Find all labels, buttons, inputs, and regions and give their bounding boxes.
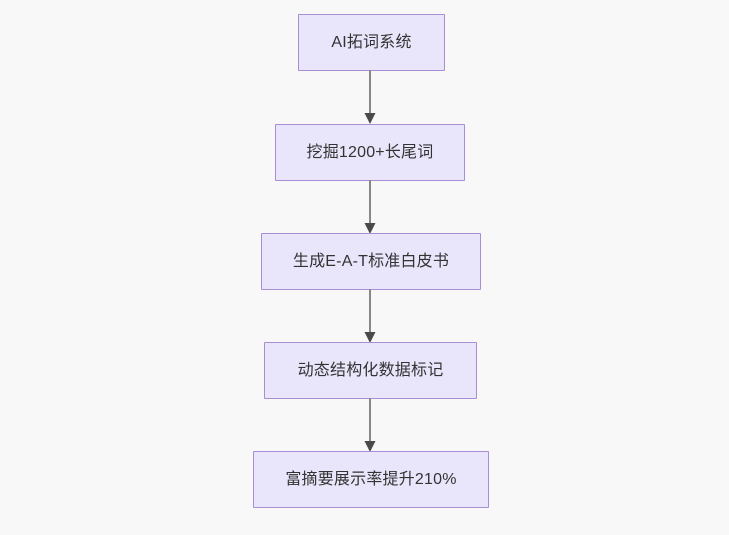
arrowhead-icon [364, 223, 376, 234]
flow-node-5[interactable]: 富摘要展示率提升210% [253, 451, 489, 508]
flow-node-4[interactable]: 动态结构化数据标记 [264, 342, 477, 399]
flow-node-1-label: AI拓词系统 [331, 33, 412, 51]
flow-connector-3-4 [364, 289, 376, 343]
flow-connector-4-5 [364, 398, 376, 452]
flow-connector-2-3 [364, 180, 376, 234]
flow-connector-1-2 [364, 70, 376, 124]
flow-node-1[interactable]: AI拓词系统 [298, 14, 445, 71]
flow-node-4-label: 动态结构化数据标记 [297, 361, 444, 379]
arrowhead-icon [364, 113, 376, 124]
arrowhead-icon [364, 441, 376, 452]
flow-node-2-label: 挖掘1200+长尾词 [306, 143, 434, 161]
flow-node-2[interactable]: 挖掘1200+长尾词 [275, 124, 465, 181]
flow-node-3[interactable]: 生成E-A-T标准白皮书 [261, 233, 481, 290]
arrowhead-icon [364, 332, 376, 343]
flow-node-5-label: 富摘要展示率提升210% [285, 470, 457, 488]
flow-node-3-label: 生成E-A-T标准白皮书 [292, 252, 450, 270]
